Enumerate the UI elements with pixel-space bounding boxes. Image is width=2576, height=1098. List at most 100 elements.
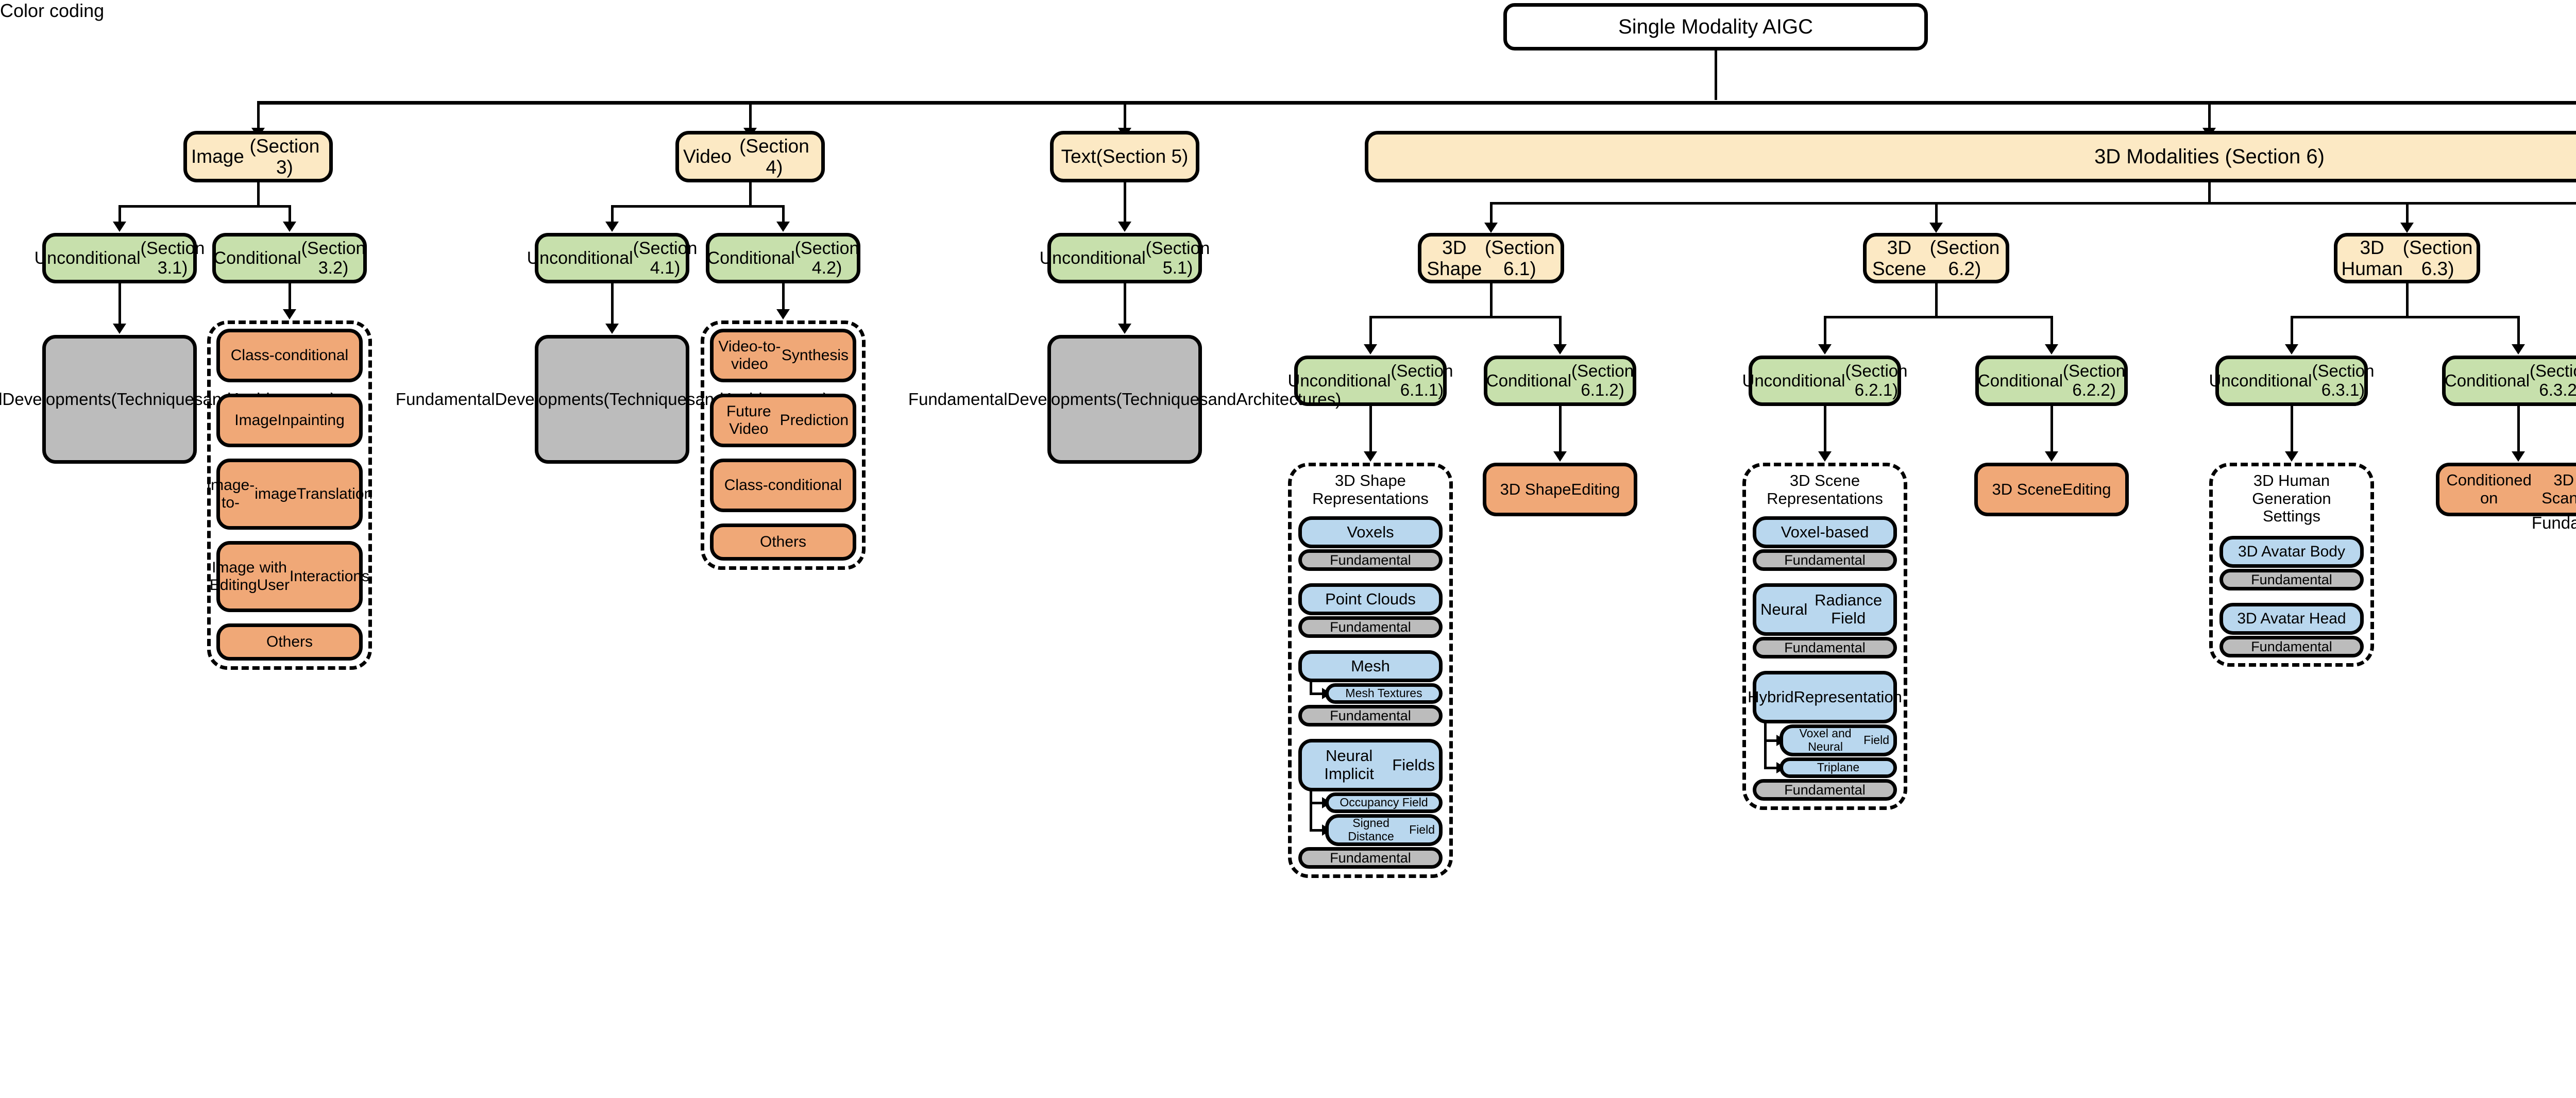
scene-representations-item-0[interactable]: Voxel-based [1753,516,1897,548]
node-3d-human[interactable]: 3D Human(Section 6.3) [2334,233,2480,283]
arrow-head-icon [1364,344,1377,354]
root-node[interactable]: Single Modality AIGC [1503,3,1928,50]
scene-representations-subitem-2-1[interactable]: Triplane [1780,757,1897,778]
conditioning-video-2[interactable]: Class-conditional [710,459,856,512]
connector-line [2208,101,2211,131]
shape-representations-subitem-2-0[interactable]: Mesh Textures [1325,683,1443,704]
connector-line [289,283,291,310]
connector-line [1935,202,1938,226]
arrow-head-icon [1118,222,1131,232]
connector-line [2517,316,2520,345]
connector-line [1310,829,1323,832]
connector-line [1764,720,1767,768]
arrow-head-icon [2512,451,2525,462]
shape-representations-fundamental-0[interactable]: Fundamental [1298,549,1443,571]
connector-line [2406,283,2409,316]
arrow-head-icon [2045,451,2058,462]
branch-text-unconditional[interactable]: Unconditional(Section 5.1) [1040,233,1210,283]
connector-line [1124,182,1126,223]
modality-video[interactable]: Video(Section 4) [675,131,825,182]
connector-line [257,182,260,205]
human-settings-item-0[interactable]: 3D Avatar Body [2219,536,2364,568]
branch-human-unconditional[interactable]: Unconditional(Section 6.3.1) [2209,356,2375,406]
connector-line [1490,202,1493,226]
conditioning-video-3[interactable]: Others [710,523,856,561]
branch-image-unconditional[interactable]: Unconditional(Section 3.1) [35,233,205,283]
fundamental-developments-image[interactable]: FundamentalDevelopments(TechniquesandArc… [0,335,336,464]
arrow-head-icon [113,222,126,232]
connector-line [2050,316,2053,345]
connector-line [1490,283,1493,316]
connector-line [1935,283,1938,316]
arrow-head-icon [776,222,790,232]
arrow-head-icon [605,324,619,334]
modality-3d[interactable]: 3D Modalities (Section 6) [1365,131,2576,182]
fundamental-developments-video[interactable]: FundamentalDevelopments(TechniquesandArc… [396,335,828,464]
arrow-head-icon [1818,451,1832,462]
shape-representations-item-2[interactable]: Mesh [1298,650,1443,682]
arrow-head-icon [2285,344,2298,354]
conditioning-image-4[interactable]: Others [216,623,363,661]
shape-representations-item-0[interactable]: Voxels [1298,516,1443,548]
branch-scene-conditional[interactable]: Conditional(Section 6.2.2) [1975,356,2128,406]
connector-line [2292,316,2518,318]
human-settings-fundamental-0[interactable]: Fundamental [2219,569,2364,590]
shape-representations-subitem-3-0[interactable]: Occupancy Field [1325,792,1443,813]
human-settings-group [2209,463,2374,667]
branch-video-conditional[interactable]: Conditional(Section 4.2) [706,233,860,283]
connector-line [1124,101,1126,131]
branch-video-unconditional[interactable]: Unconditional(Section 4.1) [527,233,697,283]
branch-shape-conditional[interactable]: Conditional(Section 6.1.2) [1484,356,1636,406]
connector-line [1369,316,1372,345]
arrow-head-icon [605,222,619,232]
branch-scene-unconditional[interactable]: Unconditional(Section 6.2.1) [1742,356,1908,406]
shape-representations-fundamental-3[interactable]: Fundamental [1298,847,1443,869]
connector-line [782,283,785,310]
branch-shape-unconditional[interactable]: Unconditional(Section 6.1.1) [1287,356,1453,406]
arrow-head-icon [1553,344,1567,354]
connector-line [749,101,752,131]
modality-text[interactable]: Text(Section 5) [1050,131,1199,182]
arrow-head-icon [2512,344,2525,354]
connector-line [1310,788,1312,830]
conditioning-image-0[interactable]: Class-conditional [216,329,363,382]
branch-human-conditional[interactable]: Conditional(Section 6.3.2) [2442,356,2576,406]
video-conditioning-group [701,320,866,570]
connector-line [1370,316,1560,318]
scene-representations-fundamental-1[interactable]: Fundamental [1753,637,1897,658]
node-3d-shape[interactable]: 3D Shape(Section 6.1) [1418,233,1564,283]
human-settings-fundamental-1[interactable]: Fundamental [2219,636,2364,657]
shape-representations-fundamental-2[interactable]: Fundamental [1298,705,1443,727]
modality-image[interactable]: Image(Section 3) [183,131,333,182]
shape-representations-fundamental-1[interactable]: Fundamental [1298,616,1443,638]
connector-line [1824,316,1826,345]
connector-line [2291,406,2293,452]
node-3d-scene[interactable]: 3D Scene(Section 6.2) [1863,233,2009,283]
arrow-head-icon [283,222,296,232]
connector-line [1124,283,1126,325]
arrow-head-icon [113,324,126,334]
connector-line [1825,316,2052,318]
connector-line [1715,50,1717,100]
shape-representations-item-1[interactable]: Point Clouds [1298,583,1443,615]
scene-representations-fundamental-0[interactable]: Fundamental [1753,549,1897,571]
human-settings-item-1[interactable]: 3D Avatar Head [2219,603,2364,635]
scene-representations-fundamental-2[interactable]: Fundamental [1753,779,1897,801]
arrow-head-icon [2045,344,2058,354]
branch-image-conditional[interactable]: Conditional(Section 3.2) [212,233,367,283]
